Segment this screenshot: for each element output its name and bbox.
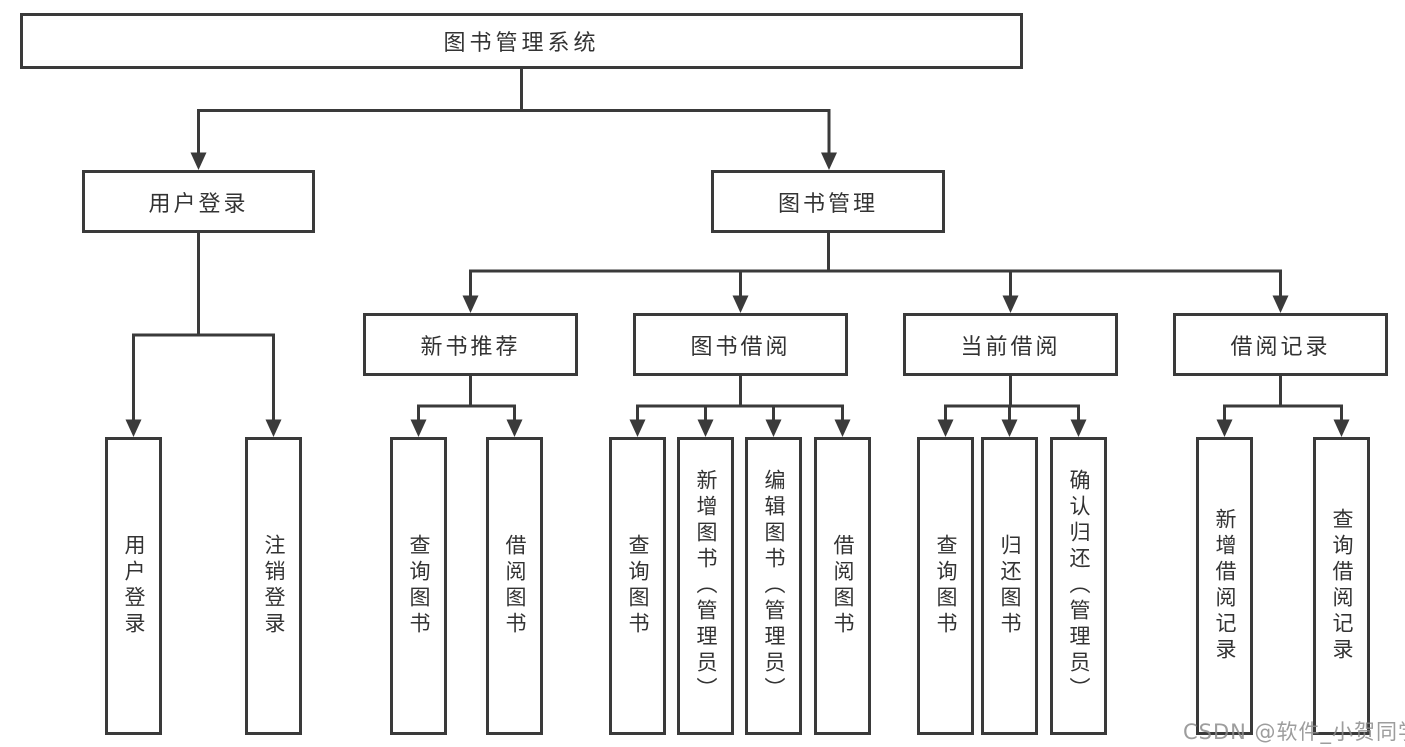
leaf-logout: 注销登录 [245,437,302,735]
leaf-confirm-return-admin: 确认归还（管理员） [1050,437,1107,735]
leaf-label: 借阅图书 [831,534,855,638]
new-book-recommend-label: 新书推荐 [420,334,521,360]
borrow-record-label: 借阅记录 [1230,334,1331,360]
csdn-watermark: CSDN @软件_小贺同学 [1183,720,1405,744]
leaf-label: 查询图书 [626,534,650,638]
leaf-label: 注销登录 [262,534,286,638]
leaf-borrow-book: 借阅图书 [814,437,871,735]
root-node-label: 图书管理系统 [443,31,600,56]
current-borrow-label: 当前借阅 [960,334,1061,360]
leaf-query-book-current: 查询图书 [917,437,974,735]
book-management-module-node: 图书管理 [711,170,945,233]
leaf-label: 用户登录 [122,534,146,638]
leaf-add-borrow-record: 新增借阅记录 [1196,437,1253,735]
book-management-module-label: 图书管理 [777,191,878,217]
book-borrow-node: 图书借阅 [633,313,848,376]
leaf-label: 查询借阅记录 [1330,508,1354,664]
user-login-module-node: 用户登录 [82,170,315,233]
leaf-label: 新增借阅记录 [1213,508,1237,664]
root-node: 图书管理系统 [20,13,1023,69]
borrow-record-node: 借阅记录 [1173,313,1388,376]
leaf-label: 归还图书 [998,534,1022,638]
leaf-user-login: 用户登录 [105,437,162,735]
leaf-label: 确认归还（管理员） [1067,469,1091,703]
book-borrow-label: 图书借阅 [690,334,791,360]
user-login-module-label: 用户登录 [148,191,249,217]
leaf-query-book-borrow: 查询图书 [609,437,666,735]
leaf-return-book: 归还图书 [981,437,1038,735]
current-borrow-node: 当前借阅 [903,313,1118,376]
leaf-add-book-admin: 新增图书（管理员） [677,437,734,735]
new-book-recommend-node: 新书推荐 [363,313,578,376]
leaf-label: 查询图书 [934,534,958,638]
leaf-query-book-recommend: 查询图书 [390,437,447,735]
leaf-label: 借阅图书 [503,534,527,638]
leaf-borrow-book-recommend: 借阅图书 [486,437,543,735]
leaf-label: 编辑图书（管理员） [762,469,786,703]
leaf-label: 查询图书 [407,534,431,638]
leaf-query-borrow-record: 查询借阅记录 [1313,437,1370,735]
leaf-label: 新增图书（管理员） [694,469,718,703]
leaf-edit-book-admin: 编辑图书（管理员） [745,437,802,735]
